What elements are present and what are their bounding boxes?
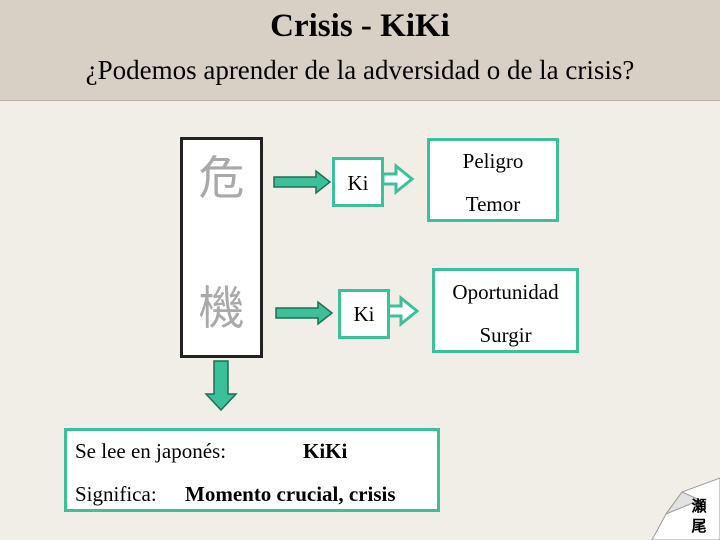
kanji-box: 危 機 <box>180 137 263 358</box>
ki-box-top: Ki <box>332 157 384 207</box>
meaning-oportunidad: Oportunidad <box>452 280 559 304</box>
slide-subtitle: ¿Podemos aprender de la adversidad o de … <box>85 55 635 85</box>
reading-value: KiKi <box>303 439 348 463</box>
corner-signature: 瀬 尾 <box>686 496 712 536</box>
ki-label-bottom: Ki <box>353 302 375 326</box>
meaning-label: Significa: <box>75 482 157 506</box>
kanji-ki-danger: 危 <box>198 151 245 205</box>
meaning-peligro: Peligro <box>462 149 524 173</box>
ki-box-bottom: Ki <box>338 289 390 339</box>
header-band: Crisis - KiKi ¿Podemos aprender de la ad… <box>0 0 720 101</box>
signature-char-2: 尾 <box>691 517 707 535</box>
ki-label-top: Ki <box>347 171 369 195</box>
meaning-surgir: Surgir <box>479 323 532 347</box>
arrow-down-icon <box>204 360 238 412</box>
reading-label: Se lee en japonés: <box>75 439 227 463</box>
meaning-value: Momento crucial, crisis <box>185 482 396 506</box>
kanji-ki-opportunity: 機 <box>198 281 245 335</box>
signature-char-1: 瀬 <box>691 497 707 515</box>
meaning-temor: Temor <box>465 192 521 216</box>
outline-arrow-icon-top <box>381 162 415 196</box>
arrow-right-icon-top <box>273 169 332 195</box>
arrow-right-icon-bottom <box>275 300 334 326</box>
meaning-box-bottom: Oportunidad Surgir <box>432 268 579 353</box>
info-box: Se lee en japonés: KiKi Significa: Momen… <box>64 428 440 512</box>
meaning-box-top: Peligro Temor <box>427 138 559 222</box>
outline-arrow-icon-bottom <box>386 294 420 328</box>
slide-title: Crisis - KiKi <box>270 8 450 44</box>
